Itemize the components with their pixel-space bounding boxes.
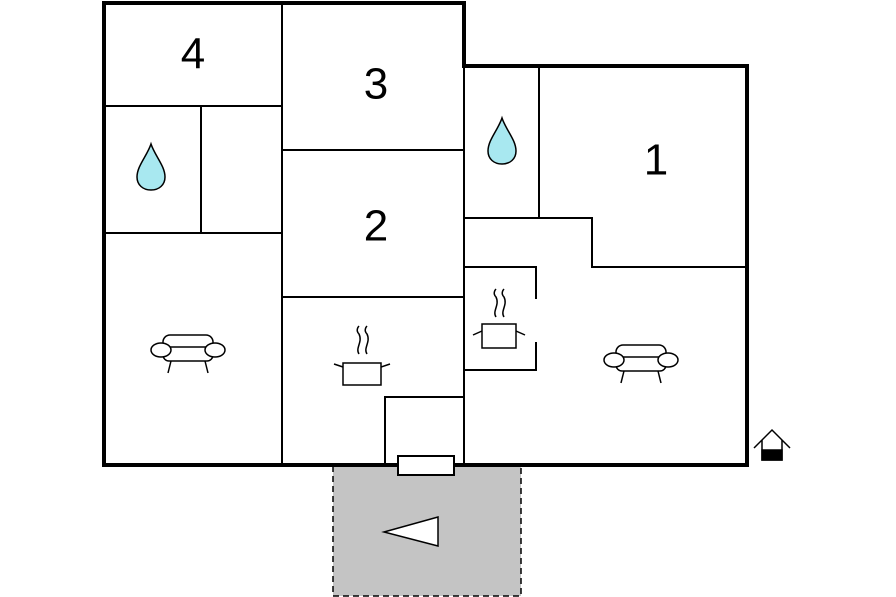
interior-walls — [103, 2, 748, 466]
sofa-icon — [150, 334, 226, 374]
entrance-door — [397, 455, 455, 476]
room-label-3: 3 — [364, 60, 388, 109]
room-label-4: 4 — [181, 30, 205, 79]
outer-walls — [102, 1, 749, 467]
sofa-icon — [603, 344, 679, 384]
water-drop-icon — [136, 141, 166, 191]
water-drop-icon — [487, 115, 517, 165]
entrance-house-icon — [753, 428, 791, 461]
cooking-pot-icon — [472, 288, 526, 349]
cooking-pot-icon — [333, 325, 391, 386]
room-label-2: 2 — [364, 202, 388, 251]
terrace-arrow-icon — [381, 516, 439, 547]
room-label-1: 1 — [644, 136, 668, 185]
